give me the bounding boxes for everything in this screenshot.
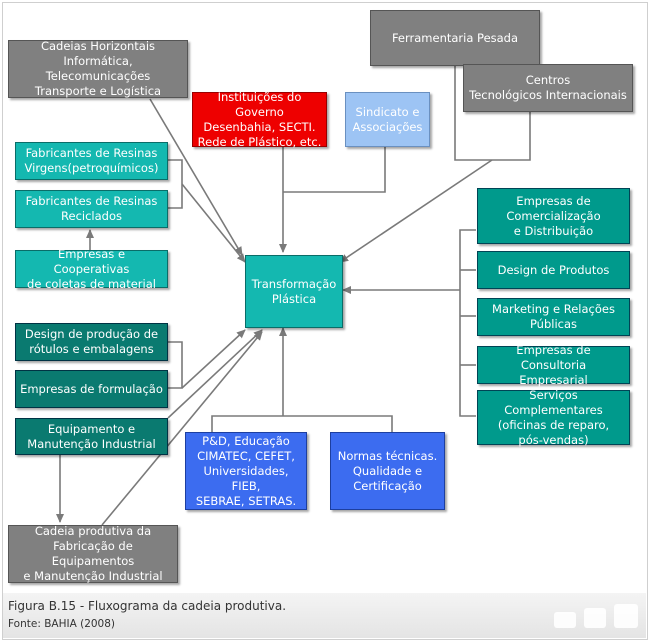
box-resinas-virgens: Fabricantes de Resinas Virgens(petroquím… [15, 142, 168, 180]
box-design-rotulos: Design de produção de rótulos e embalage… [15, 323, 168, 361]
box-consultoria: Empresas de Consultoria Empresarial [477, 343, 630, 387]
connector-equipamento [167, 329, 263, 419]
decorative-tabs-icon [554, 604, 638, 628]
connector-resinas [181, 183, 246, 263]
caption-band [3, 593, 646, 638]
figure-caption: Figura B.15 - Fluxograma da cadeia produ… [8, 599, 287, 613]
connector-left-bracket [168, 341, 183, 389]
connector-centros [339, 159, 493, 263]
box-transformacao-plastica: Transformação Plástica [245, 255, 343, 328]
box-equipamento: Equipamento e Manutenção Industrial [15, 418, 168, 455]
connector-sindicato [283, 147, 386, 193]
box-formulacao: Empresas de formulação [15, 370, 168, 408]
box-servicos-complementares: Serviços Complementares (oficinas de rep… [477, 388, 630, 447]
box-cadeia-equipamentos: Cadeia produtiva da Fabricação de Equipa… [8, 524, 178, 583]
connector-pd-bracket [211, 415, 393, 432]
connector-cadeias-horizontais [149, 98, 243, 256]
box-marketing: Marketing e Relações Públicas [477, 298, 630, 336]
box-comercializacao: Empresas de Comercialização e Distribuiç… [477, 188, 630, 244]
connector-resinas-bracket [168, 159, 183, 209]
box-instituicoes-governo: Instituições do Governo Desenbahia, SECT… [192, 90, 327, 149]
box-design-produtos: Design de Produtos [477, 251, 630, 289]
box-pd-educacao: P&D, Educação CIMATEC, CEFET, Universida… [185, 432, 307, 510]
figure-source: Fonte: BAHIA (2008) [8, 618, 116, 630]
box-ferramentaria-pesada: Ferramentaria Pesada [370, 10, 540, 66]
box-cooperativas: Empresas e Cooperativas de coletas de ma… [15, 247, 168, 291]
connector-left [181, 329, 246, 389]
box-normas-tecnicas: Normas técnicas. Qualidade e Certificaçã… [330, 432, 445, 510]
connector-right-bracket [459, 229, 476, 417]
connector-cadeia-transf [101, 331, 263, 526]
box-sindicato: Sindicato e Associações [345, 92, 430, 147]
box-resinas-reciclados: Fabricantes de Resinas Reciclados [15, 190, 168, 228]
box-centros-tecnologicos: Centros Tecnológicos Internacionais [463, 64, 633, 112]
connector-ferramentaria [454, 64, 531, 161]
box-cadeias-horizontais: Cadeias Horizontais Informática, Telecom… [8, 39, 188, 98]
